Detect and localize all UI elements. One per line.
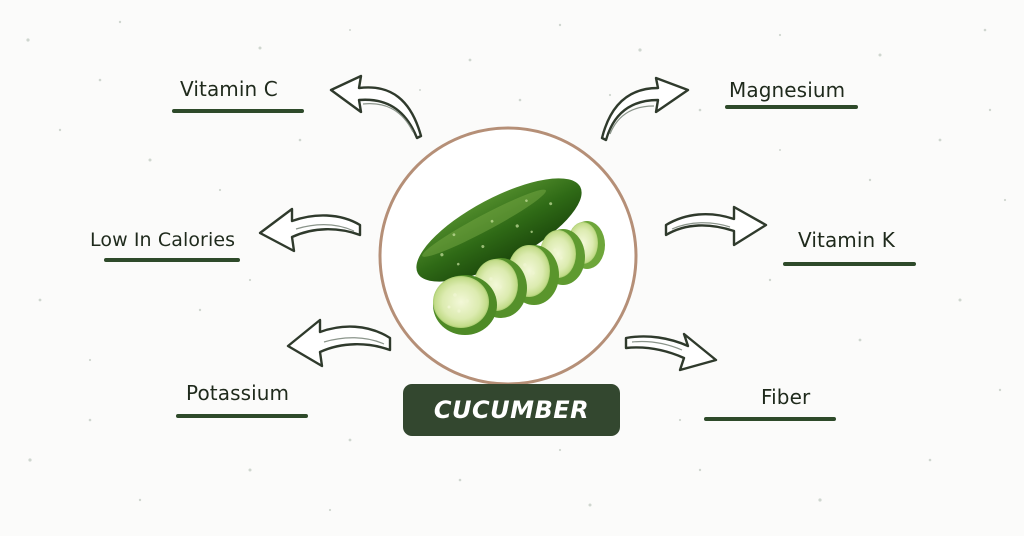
- label-vitamin-c: Vitamin C: [180, 77, 278, 101]
- underline-vitamin-c: [172, 109, 304, 113]
- cucumber-image-circle: [377, 125, 639, 387]
- cucumber-slices: [433, 221, 605, 335]
- underline-potassium: [176, 414, 308, 418]
- label-potassium: Potassium: [186, 381, 290, 405]
- underline-vitamin-k: [783, 262, 916, 266]
- arrow-vitamin-k-icon: [664, 205, 768, 247]
- cucumber-illustration: [378, 126, 638, 386]
- label-vitamin-k: Vitamin K: [798, 228, 895, 252]
- underline-magnesium: [725, 105, 858, 109]
- page-title: CUCUMBER: [403, 384, 620, 436]
- arrow-potassium-icon: [286, 318, 392, 368]
- label-low-in-calories: Low In Calories: [90, 229, 236, 251]
- label-fiber: Fiber: [761, 385, 811, 409]
- arrow-vitamin-c-icon: [329, 74, 423, 140]
- arrow-low-in-calories-icon: [258, 207, 362, 253]
- arrow-fiber-icon: [624, 332, 718, 372]
- arrow-magnesium-icon: [600, 76, 690, 142]
- underline-fiber: [704, 417, 836, 421]
- underline-low-in-calories: [104, 258, 240, 262]
- label-magnesium: Magnesium: [729, 78, 846, 102]
